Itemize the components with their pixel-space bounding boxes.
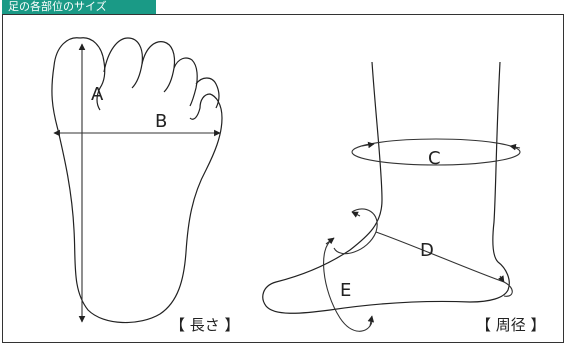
ankle-loop-C <box>351 138 521 166</box>
foot-sole-illustration: A B 【 長さ 】 <box>51 37 240 334</box>
length-caption: 【 長さ 】 <box>170 316 240 334</box>
third-toe-outline <box>141 41 176 93</box>
leg-side-illustration: C D E 【 周径 】 <box>262 61 546 334</box>
big-toe-outline <box>79 37 106 111</box>
ankle-loop-C-arrow-left <box>361 141 375 149</box>
header-tab: 足の各部位のサイズ <box>2 0 156 14</box>
ankle-loop-C-arrow-right <box>509 143 521 151</box>
forefoot-loop-E-arrow-top <box>325 237 335 245</box>
instep-loop-D <box>333 208 513 297</box>
label-B: B <box>155 111 167 132</box>
little-toe-outline <box>195 77 220 109</box>
label-D: D <box>420 240 434 261</box>
instep-loop-D-arrow-top <box>351 211 361 218</box>
forefoot-loop-E <box>323 239 373 332</box>
forefoot-loop-E-arrow-bottom <box>367 315 375 327</box>
circumference-caption: 【 周径 】 <box>476 316 546 334</box>
shin-front-outline <box>262 61 510 314</box>
diagram-frame <box>2 14 564 343</box>
label-E: E <box>340 280 351 301</box>
fourth-toe-outline <box>173 57 198 107</box>
instep-loop-D-arrow-bottom <box>497 275 505 283</box>
label-C: C <box>428 148 441 169</box>
label-A: A <box>91 84 104 105</box>
second-toe-outline <box>103 37 143 89</box>
